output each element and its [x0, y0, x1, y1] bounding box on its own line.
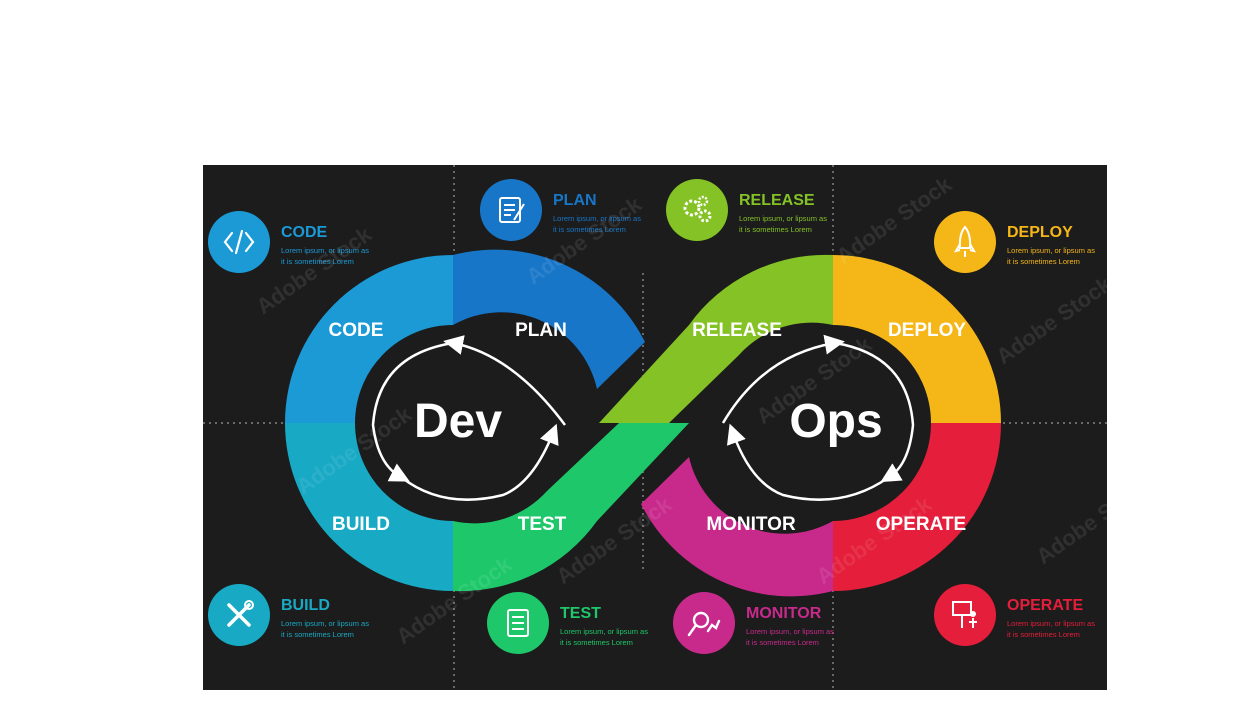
- dev-arrow-bottom: [400, 423, 559, 501]
- segment-release: [599, 254, 833, 423]
- ops-arrow-top: [721, 334, 845, 424]
- callout-build-desc-1: Lorem ipsum, or lipsum as: [281, 619, 369, 628]
- gears-icon: [683, 195, 712, 223]
- callout-monitor: MONITOR Lorem ipsum, or lipsum as it is so…: [673, 592, 834, 654]
- callout-deploy-desc-1: Lorem ipsum, or lipsum as: [1007, 246, 1095, 255]
- callout-code-desc-2: it is sometimes Lorem: [281, 257, 354, 266]
- callout-deploy-badge: [934, 211, 996, 273]
- rocket-icon: [953, 225, 977, 257]
- presenter-icon: [952, 601, 977, 628]
- callout-operate-title: OPERATE: [1007, 597, 1083, 614]
- callout-deploy: DEPLOY Lorem ipsum, or lipsum as it is som…: [934, 211, 1095, 273]
- callouts: CODE Lorem ipsum, or lipsum as it is somet…: [208, 179, 1095, 654]
- callout-code: CODE Lorem ipsum, or lipsum as it is somet…: [208, 211, 369, 273]
- tools-icon: [227, 600, 254, 627]
- callout-monitor-title: MONITOR: [746, 605, 822, 622]
- callout-plan: PLAN Lorem ipsum, or lipsum as it is somet…: [480, 179, 641, 241]
- callout-release-badge: [666, 179, 728, 241]
- callout-code-desc-1: Lorem ipsum, or lipsum as: [281, 246, 369, 255]
- callout-test-desc-2: it is sometimes Lorem: [560, 638, 633, 647]
- callout-plan-desc-2: it is sometimes Lorem: [553, 225, 626, 234]
- callout-monitor-badge: [673, 592, 735, 654]
- segment-monitor: [641, 457, 833, 597]
- callout-test: TEST Lorem ipsum, or lipsum as it is somet…: [487, 592, 648, 654]
- callout-build: BUILD Lorem ipsum, or lipsum as it is some…: [208, 584, 369, 646]
- segment-deploy: [833, 255, 1001, 423]
- watermark-text: Adobe Stock: [1032, 471, 1107, 569]
- loop-label-operate: OPERATE: [876, 514, 966, 535]
- dev-arrow-left: [371, 341, 454, 482]
- segment-test: [453, 423, 689, 592]
- callout-release-title: RELEASE: [739, 192, 815, 209]
- segment-plan: [453, 249, 645, 389]
- callout-monitor-desc-2: it is sometimes Lorem: [746, 638, 819, 647]
- center-label-ops: Ops: [789, 395, 882, 448]
- callout-monitor-desc-1: Lorem ipsum, or lipsum as: [746, 627, 834, 636]
- loop-label-deploy: DEPLOY: [888, 320, 966, 341]
- callout-deploy-title: DEPLOY: [1007, 224, 1073, 241]
- callout-release: RELEASE Lorem ipsum, or lipsum as it is so…: [666, 179, 827, 241]
- ops-arrow-right: [834, 341, 915, 483]
- loop-label-plan: PLAN: [515, 320, 567, 341]
- dev-cycle-arrows: [371, 335, 567, 501]
- callout-release-desc-2: it is sometimes Lorem: [739, 225, 812, 234]
- grid-lines: [203, 165, 1107, 690]
- callout-test-title: TEST: [560, 605, 601, 622]
- devops-infographic: CODE PLAN RELEASE DEPLOY BUILD TEST MONI…: [203, 165, 1107, 690]
- callout-operate: OPERATE Lorem ipsum, or lipsum as it is so…: [934, 584, 1095, 646]
- callout-deploy-desc-2: it is sometimes Lorem: [1007, 257, 1080, 266]
- callout-build-title: BUILD: [281, 597, 330, 614]
- loop-label-code: CODE: [329, 320, 384, 341]
- checklist-icon: [507, 609, 529, 637]
- callout-test-desc-1: Lorem ipsum, or lipsum as: [560, 627, 648, 636]
- loop-label-build: BUILD: [332, 514, 390, 535]
- magnifier-icon: [687, 611, 721, 637]
- loop-label-monitor: MONITOR: [706, 514, 796, 535]
- callout-operate-desc-2: it is sometimes Lorem: [1007, 630, 1080, 639]
- segment-code: [285, 255, 453, 423]
- segment-operate: [833, 423, 1001, 591]
- callout-build-desc-2: it is sometimes Lorem: [281, 630, 354, 639]
- watermark-text: Adobe Stock: [992, 271, 1107, 369]
- callout-code-title: CODE: [281, 224, 328, 241]
- callout-operate-desc-1: Lorem ipsum, or lipsum as: [1007, 619, 1095, 628]
- center-label-dev: Dev: [414, 395, 502, 448]
- code-icon: [223, 229, 255, 255]
- infinity-diagram: CODE PLAN RELEASE DEPLOY BUILD TEST MONI…: [203, 165, 1107, 690]
- callout-plan-desc-1: Lorem ipsum, or lipsum as: [553, 214, 641, 223]
- ops-arrow-bottom: [726, 423, 890, 501]
- callout-release-desc-1: Lorem ipsum, or lipsum as: [739, 214, 827, 223]
- notepad-icon: [499, 197, 525, 223]
- dev-arrow-top: [443, 335, 567, 426]
- callout-plan-title: PLAN: [553, 192, 597, 209]
- loop-label-test: TEST: [518, 514, 567, 535]
- segment-build: [285, 423, 453, 591]
- ops-cycle-arrows: [721, 334, 915, 501]
- loop-label-release: RELEASE: [692, 320, 782, 341]
